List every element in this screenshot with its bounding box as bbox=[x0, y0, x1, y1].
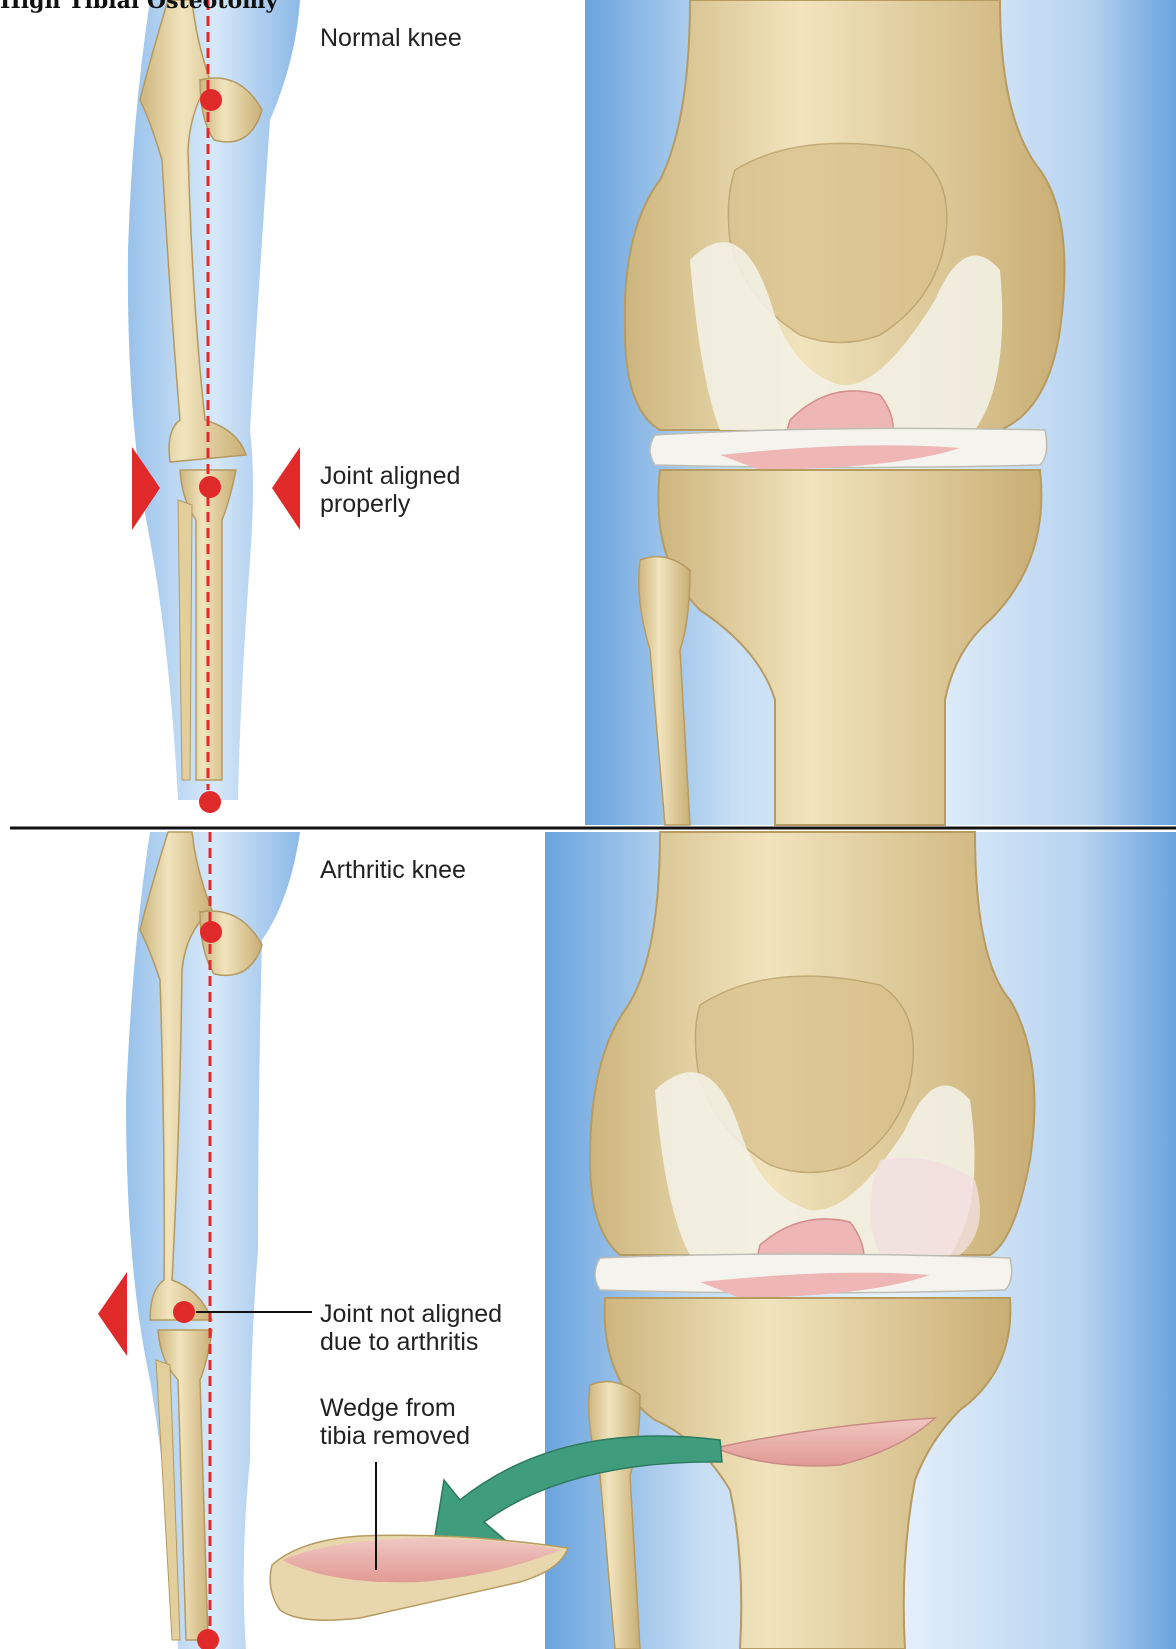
top-knee-point bbox=[199, 476, 221, 498]
joint-not-aligned-label: Joint not aligned due to arthritis bbox=[320, 1300, 502, 1356]
top-panel bbox=[128, 0, 1176, 825]
figure-heading: High Tibial Osteotomy bbox=[0, 0, 278, 14]
bottom-hip-point bbox=[200, 921, 222, 943]
red-triangle-icon bbox=[272, 447, 300, 530]
top-ankle-point bbox=[199, 791, 221, 813]
joint-aligned-label: Joint aligned properly bbox=[320, 462, 460, 518]
red-triangle-icon bbox=[98, 1272, 127, 1356]
arthritic-knee-title: Arthritic knee bbox=[320, 856, 466, 884]
normal-knee-title: Normal knee bbox=[320, 24, 462, 52]
wedge-removed-label: Wedge from tibia removed bbox=[320, 1394, 470, 1450]
bottom-knee-point bbox=[173, 1301, 195, 1323]
top-hip-point bbox=[200, 89, 222, 111]
bottom-panel bbox=[98, 832, 1176, 1649]
